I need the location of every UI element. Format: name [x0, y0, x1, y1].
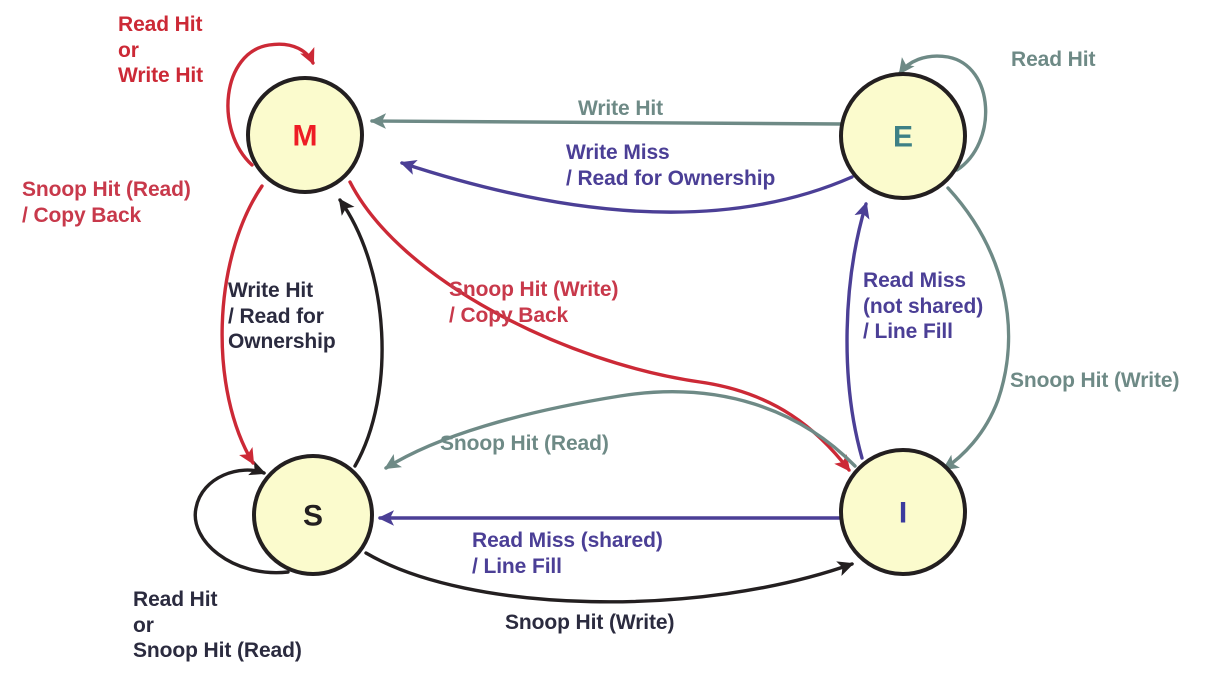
edge-i-to-e-read-miss — [845, 201, 870, 460]
node-s[interactable]: S — [252, 454, 374, 576]
edge-e-self-loop — [898, 54, 988, 172]
edge-label-s-to-m-write-hit: Write Hit / Read for Ownership — [228, 279, 336, 354]
edge-label-m-to-i-snoop-write: Snoop Hit (Write) / Copy Back — [449, 278, 619, 327]
edge-label-s-self-loop: Read Hit or Snoop Hit (Read) — [133, 588, 302, 663]
edge-m-to-s-snoop-read — [220, 184, 264, 465]
edge-e-to-i-snoop-write — [942, 186, 1011, 471]
edge-e-to-m-write-hit — [369, 113, 843, 129]
edge-s-to-m-write-hit — [338, 198, 384, 468]
edge-label-m-self-loop: Read Hit or Write Hit — [118, 13, 204, 88]
edge-label-i-to-s-snoop-read: Snoop Hit (Read) — [440, 432, 609, 455]
edge-s-self-loop — [193, 460, 290, 575]
edge-label-e-to-m-write-miss: Write Miss / Read for Ownership — [566, 141, 776, 190]
edge-s-to-i-snoop-write — [364, 551, 855, 604]
edge-label-s-to-i-snoop-write: Snoop Hit (Write) — [505, 611, 675, 634]
edge-label-i-to-s-read-miss: Read Miss (shared) / Line Fill — [472, 529, 663, 578]
edge-label-m-to-s-snoop-read: Snoop Hit (Read) / Copy Back — [22, 178, 191, 227]
node-m-label: M — [293, 120, 318, 153]
edge-label-e-to-m-write-hit: Write Hit — [578, 97, 664, 120]
edge-m-self-loop — [226, 42, 315, 167]
node-m-circle[interactable] — [246, 76, 364, 194]
node-m[interactable]: M — [246, 76, 364, 194]
node-s-circle[interactable] — [252, 454, 374, 576]
edge-label-e-to-i-snoop-write: Snoop Hit (Write) — [1010, 369, 1180, 392]
node-s-label: S — [303, 500, 323, 533]
edge-e-to-m-write-miss — [399, 159, 854, 214]
node-i[interactable]: I — [839, 448, 967, 576]
edge-label-e-self-loop: Read Hit — [1011, 48, 1096, 71]
node-e-circle[interactable] — [839, 72, 967, 200]
node-i-label: I — [899, 497, 907, 530]
edge-i-to-s-snoop-read — [384, 390, 857, 470]
edge-label-i-to-e-read-miss: Read Miss (not shared) / Line Fill — [863, 269, 984, 344]
node-e[interactable]: E — [839, 72, 967, 200]
node-i-circle[interactable] — [839, 448, 967, 576]
node-e-label: E — [893, 121, 913, 154]
